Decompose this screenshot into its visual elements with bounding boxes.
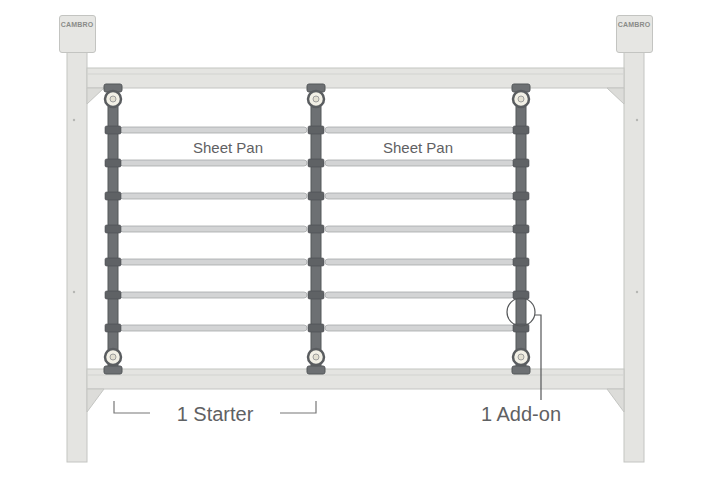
- leader-line: [535, 315, 541, 400]
- brand-text: CAMBRO: [618, 21, 651, 28]
- bottom-beam: [87, 369, 624, 389]
- knob: [308, 349, 324, 365]
- pan-rail: [120, 325, 307, 331]
- hanger-bars: [104, 84, 530, 374]
- pan-rail: [325, 325, 514, 331]
- knob: [105, 91, 121, 107]
- right-post: [624, 40, 644, 462]
- knob: [308, 91, 324, 107]
- callouts: [114, 298, 541, 413]
- pan-rail: [325, 292, 514, 298]
- knob: [105, 349, 121, 365]
- knob: [513, 91, 529, 107]
- pan-label: Sheet Pan: [383, 139, 453, 156]
- pan-rail: [325, 259, 514, 265]
- pan-rail: [120, 160, 307, 166]
- knob: [513, 349, 529, 365]
- pan-label: Sheet Pan: [193, 139, 263, 156]
- pan-rail: [325, 160, 514, 166]
- pan-rail: [120, 226, 307, 232]
- pan-rail: [325, 193, 514, 199]
- pan-rail: [120, 292, 307, 298]
- bracket-line: [114, 401, 150, 413]
- callout-circle: [507, 298, 535, 326]
- post-cap: CAMBRO: [59, 15, 96, 53]
- bracket: [607, 389, 624, 412]
- pan-rail: [120, 127, 307, 133]
- bracket: [607, 88, 624, 104]
- left-post: [67, 40, 87, 462]
- brand-text: CAMBRO: [61, 21, 94, 28]
- post-cap: CAMBRO: [616, 15, 653, 53]
- bracket: [87, 88, 104, 104]
- addon-label: 1 Add-on: [481, 403, 561, 426]
- posts: [67, 40, 644, 462]
- pan-rail: [325, 127, 514, 133]
- top-beam: [87, 68, 624, 88]
- pan-rail: [120, 259, 307, 265]
- beams: [87, 68, 624, 412]
- pan-rail: [325, 226, 514, 232]
- bracket-line: [280, 401, 316, 413]
- starter-label: 1 Starter: [177, 403, 254, 426]
- bracket: [87, 389, 104, 412]
- pan-rail: [120, 193, 307, 199]
